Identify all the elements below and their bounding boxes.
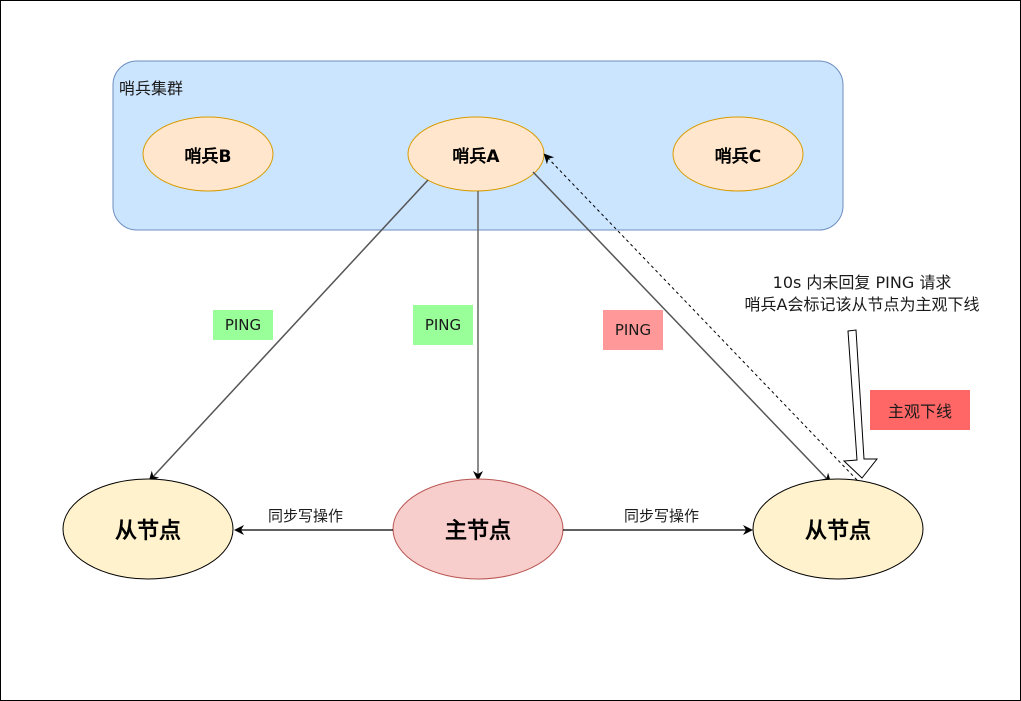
sync-edge-right-label: 同步写操作: [624, 507, 700, 525]
timeout-note: 10s 内未回复 PING 请求 哨兵A会标记该从节点为主观下线: [712, 272, 1012, 316]
sentinel-b-node[interactable]: [142, 116, 274, 192]
replica-left-node[interactable]: [62, 478, 234, 580]
sentinel-c-node[interactable]: [672, 116, 804, 192]
ping-edge-right[interactable]: [532, 171, 832, 484]
ping-edge-left[interactable]: [148, 179, 429, 482]
sync-edge-left-label: 同步写操作: [268, 507, 344, 525]
timeout-note-line1: 10s 内未回复 PING 请求: [772, 273, 952, 292]
replica-right-node[interactable]: [752, 478, 924, 580]
replica-right-label: 从节点: [804, 519, 871, 544]
master-node[interactable]: [392, 478, 564, 580]
master-label: 主节点: [444, 519, 511, 544]
replica-left-label: 从节点: [114, 519, 181, 544]
cluster-title: 哨兵集群: [119, 79, 184, 98]
sentinel-b-label: 哨兵B: [184, 146, 232, 167]
sentinel-c-label: 哨兵C: [714, 146, 762, 167]
ping-tag-left: PING: [213, 310, 273, 340]
hollow-down-arrow-icon: [842, 329, 879, 479]
subjective-down-badge: 主观下线: [870, 390, 970, 430]
timeout-note-line2: 哨兵A会标记该从节点为主观下线: [744, 295, 980, 314]
sentinel-a-label: 哨兵A: [452, 146, 500, 167]
ping-tag-timeout: PING: [603, 310, 663, 350]
ping-tag-master: PING: [413, 305, 473, 345]
